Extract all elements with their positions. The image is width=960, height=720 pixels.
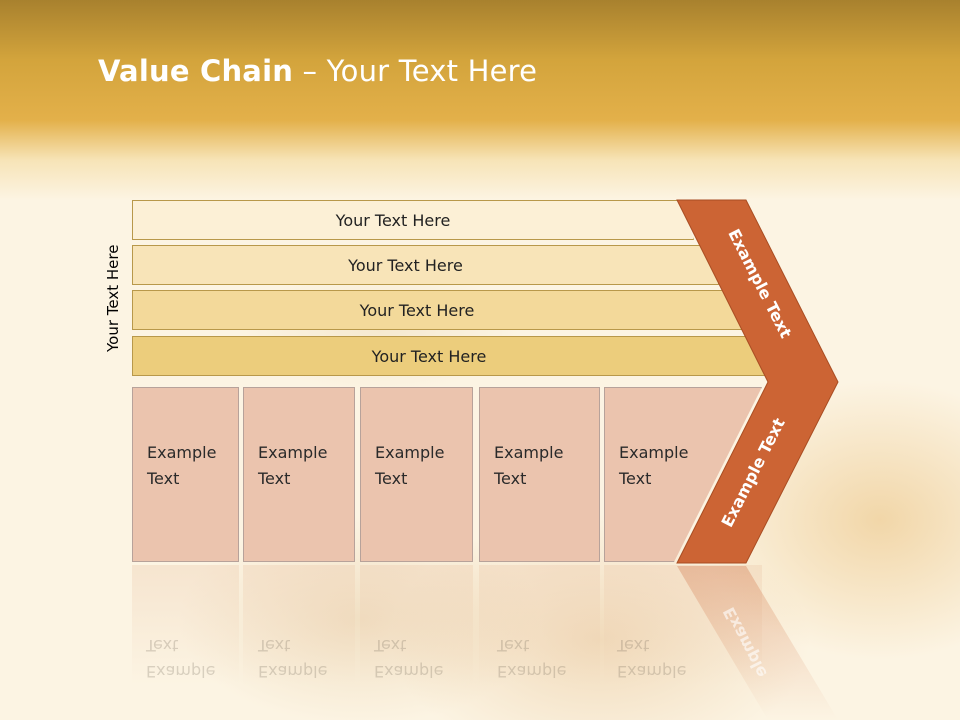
activity-column-3: Example Text — [360, 387, 473, 562]
column-1-line-2: Text — [147, 469, 180, 488]
column-reflection-3 — [360, 565, 473, 685]
column-5-line-1: Example — [619, 443, 689, 462]
column-reflection-1 — [132, 565, 239, 685]
column-3-line-1: Example — [375, 443, 445, 462]
title-bold: Value Chain — [98, 54, 294, 88]
column-3-line-2: Text — [375, 469, 408, 488]
band-label-1: Your Text Here — [335, 210, 451, 230]
activity-column-1: Example Text — [132, 387, 239, 562]
column-4-line-1: Example — [494, 443, 564, 462]
page-title: Value Chain – Your Text Here — [98, 54, 537, 88]
chevron-reflection — [677, 566, 838, 720]
value-band-1: Your Text Here — [132, 200, 694, 240]
band-label-4: Your Text Here — [371, 346, 487, 366]
column-4-line-2: Text — [494, 469, 527, 488]
value-band-2: Your Text Here — [132, 245, 719, 285]
activity-column-4: Example Text — [479, 387, 600, 562]
value-band-4: Your Text Here — [132, 336, 766, 376]
column-2-line-1: Example — [258, 443, 328, 462]
title-rest: – Your Text Here — [293, 54, 538, 88]
column-1-line-1: Example — [147, 443, 217, 462]
activity-column-2: Example Text — [243, 387, 355, 562]
value-band-3: Your Text Here — [132, 290, 742, 330]
column-5-line-2: Text — [619, 469, 652, 488]
column-reflection-2 — [243, 565, 355, 685]
column-2-line-2: Text — [258, 469, 291, 488]
band-label-3: Your Text Here — [359, 300, 475, 320]
band-label-2: Your Text Here — [348, 255, 463, 275]
header-band — [0, 0, 960, 200]
chevron-shape — [676, 199, 839, 564]
column-reflection-4 — [479, 565, 600, 685]
